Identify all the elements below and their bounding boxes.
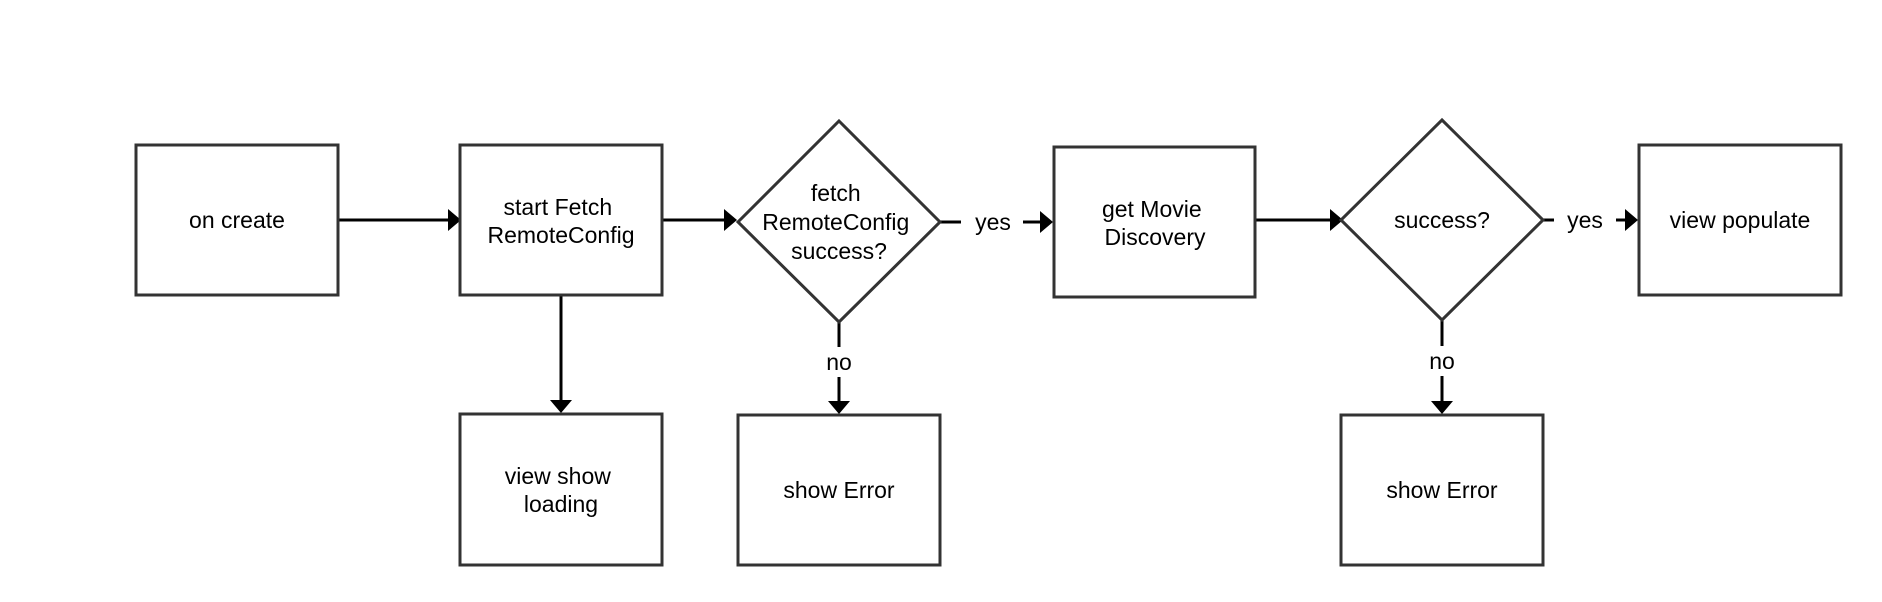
node-label: view show loading xyxy=(505,463,618,517)
node-show-error: show Error xyxy=(1339,413,1545,567)
node-label: success? xyxy=(1394,207,1490,233)
arrowhead xyxy=(1330,209,1343,231)
edge-label-no: no xyxy=(1429,348,1455,374)
node-label-line: RemoteConfig xyxy=(762,209,909,235)
process-box xyxy=(134,143,340,297)
process-box xyxy=(1637,143,1843,297)
process-box xyxy=(458,143,664,297)
arrowhead xyxy=(448,209,461,231)
node-on-create: on create xyxy=(134,143,340,297)
arrowhead xyxy=(1625,209,1638,231)
node-label: get Movie Discovery xyxy=(1102,196,1208,250)
node-label: show Error xyxy=(783,477,895,503)
process-box xyxy=(1052,145,1257,299)
arrowhead xyxy=(550,400,572,413)
process-box xyxy=(736,413,942,567)
arrowhead xyxy=(1431,401,1453,414)
node-label-line: start Fetch xyxy=(503,194,612,220)
node-label: show Error xyxy=(1386,477,1498,503)
node-show-error: show Error xyxy=(736,413,942,567)
node-start-fetch-remoteconfig: start Fetch RemoteConfig xyxy=(458,143,664,297)
node-label-line: get Movie xyxy=(1102,196,1202,222)
node-label-line: fetch xyxy=(811,180,861,206)
arrowhead xyxy=(828,401,850,414)
node-label-line: RemoteConfig xyxy=(487,222,634,248)
process-box xyxy=(1339,413,1545,567)
node-label: start Fetch RemoteConfig xyxy=(487,194,634,248)
node-view-show-loading: view show loading xyxy=(458,412,664,567)
node-label-line: success? xyxy=(791,238,887,264)
arrowhead xyxy=(724,209,737,231)
node-fetch-remoteconfig-success-decision: fetch RemoteConfig success? xyxy=(735,118,943,325)
node-label: fetch RemoteConfig success? xyxy=(762,180,915,264)
node-success-decision: success? xyxy=(1338,117,1546,323)
process-box xyxy=(458,412,664,567)
node-label-line: Discovery xyxy=(1105,224,1206,250)
decision-diamond xyxy=(735,118,943,325)
nodes: on create start Fetch RemoteConfig fetch… xyxy=(134,117,1843,567)
node-label-line: loading xyxy=(524,491,598,517)
node-label-line: view show xyxy=(505,463,611,489)
node-view-populate: view populate xyxy=(1637,143,1843,297)
decision-diamond xyxy=(1338,117,1546,323)
edge-label-yes: yes xyxy=(975,209,1011,235)
node-label: on create xyxy=(189,207,285,233)
edge-label-no: no xyxy=(826,349,852,375)
arrowhead xyxy=(1040,211,1053,233)
node-label: view populate xyxy=(1670,207,1811,233)
edge-label-yes: yes xyxy=(1567,207,1603,233)
edge-labels: yes no yes no xyxy=(819,205,1616,377)
node-get-movie-discovery: get Movie Discovery xyxy=(1052,145,1257,299)
